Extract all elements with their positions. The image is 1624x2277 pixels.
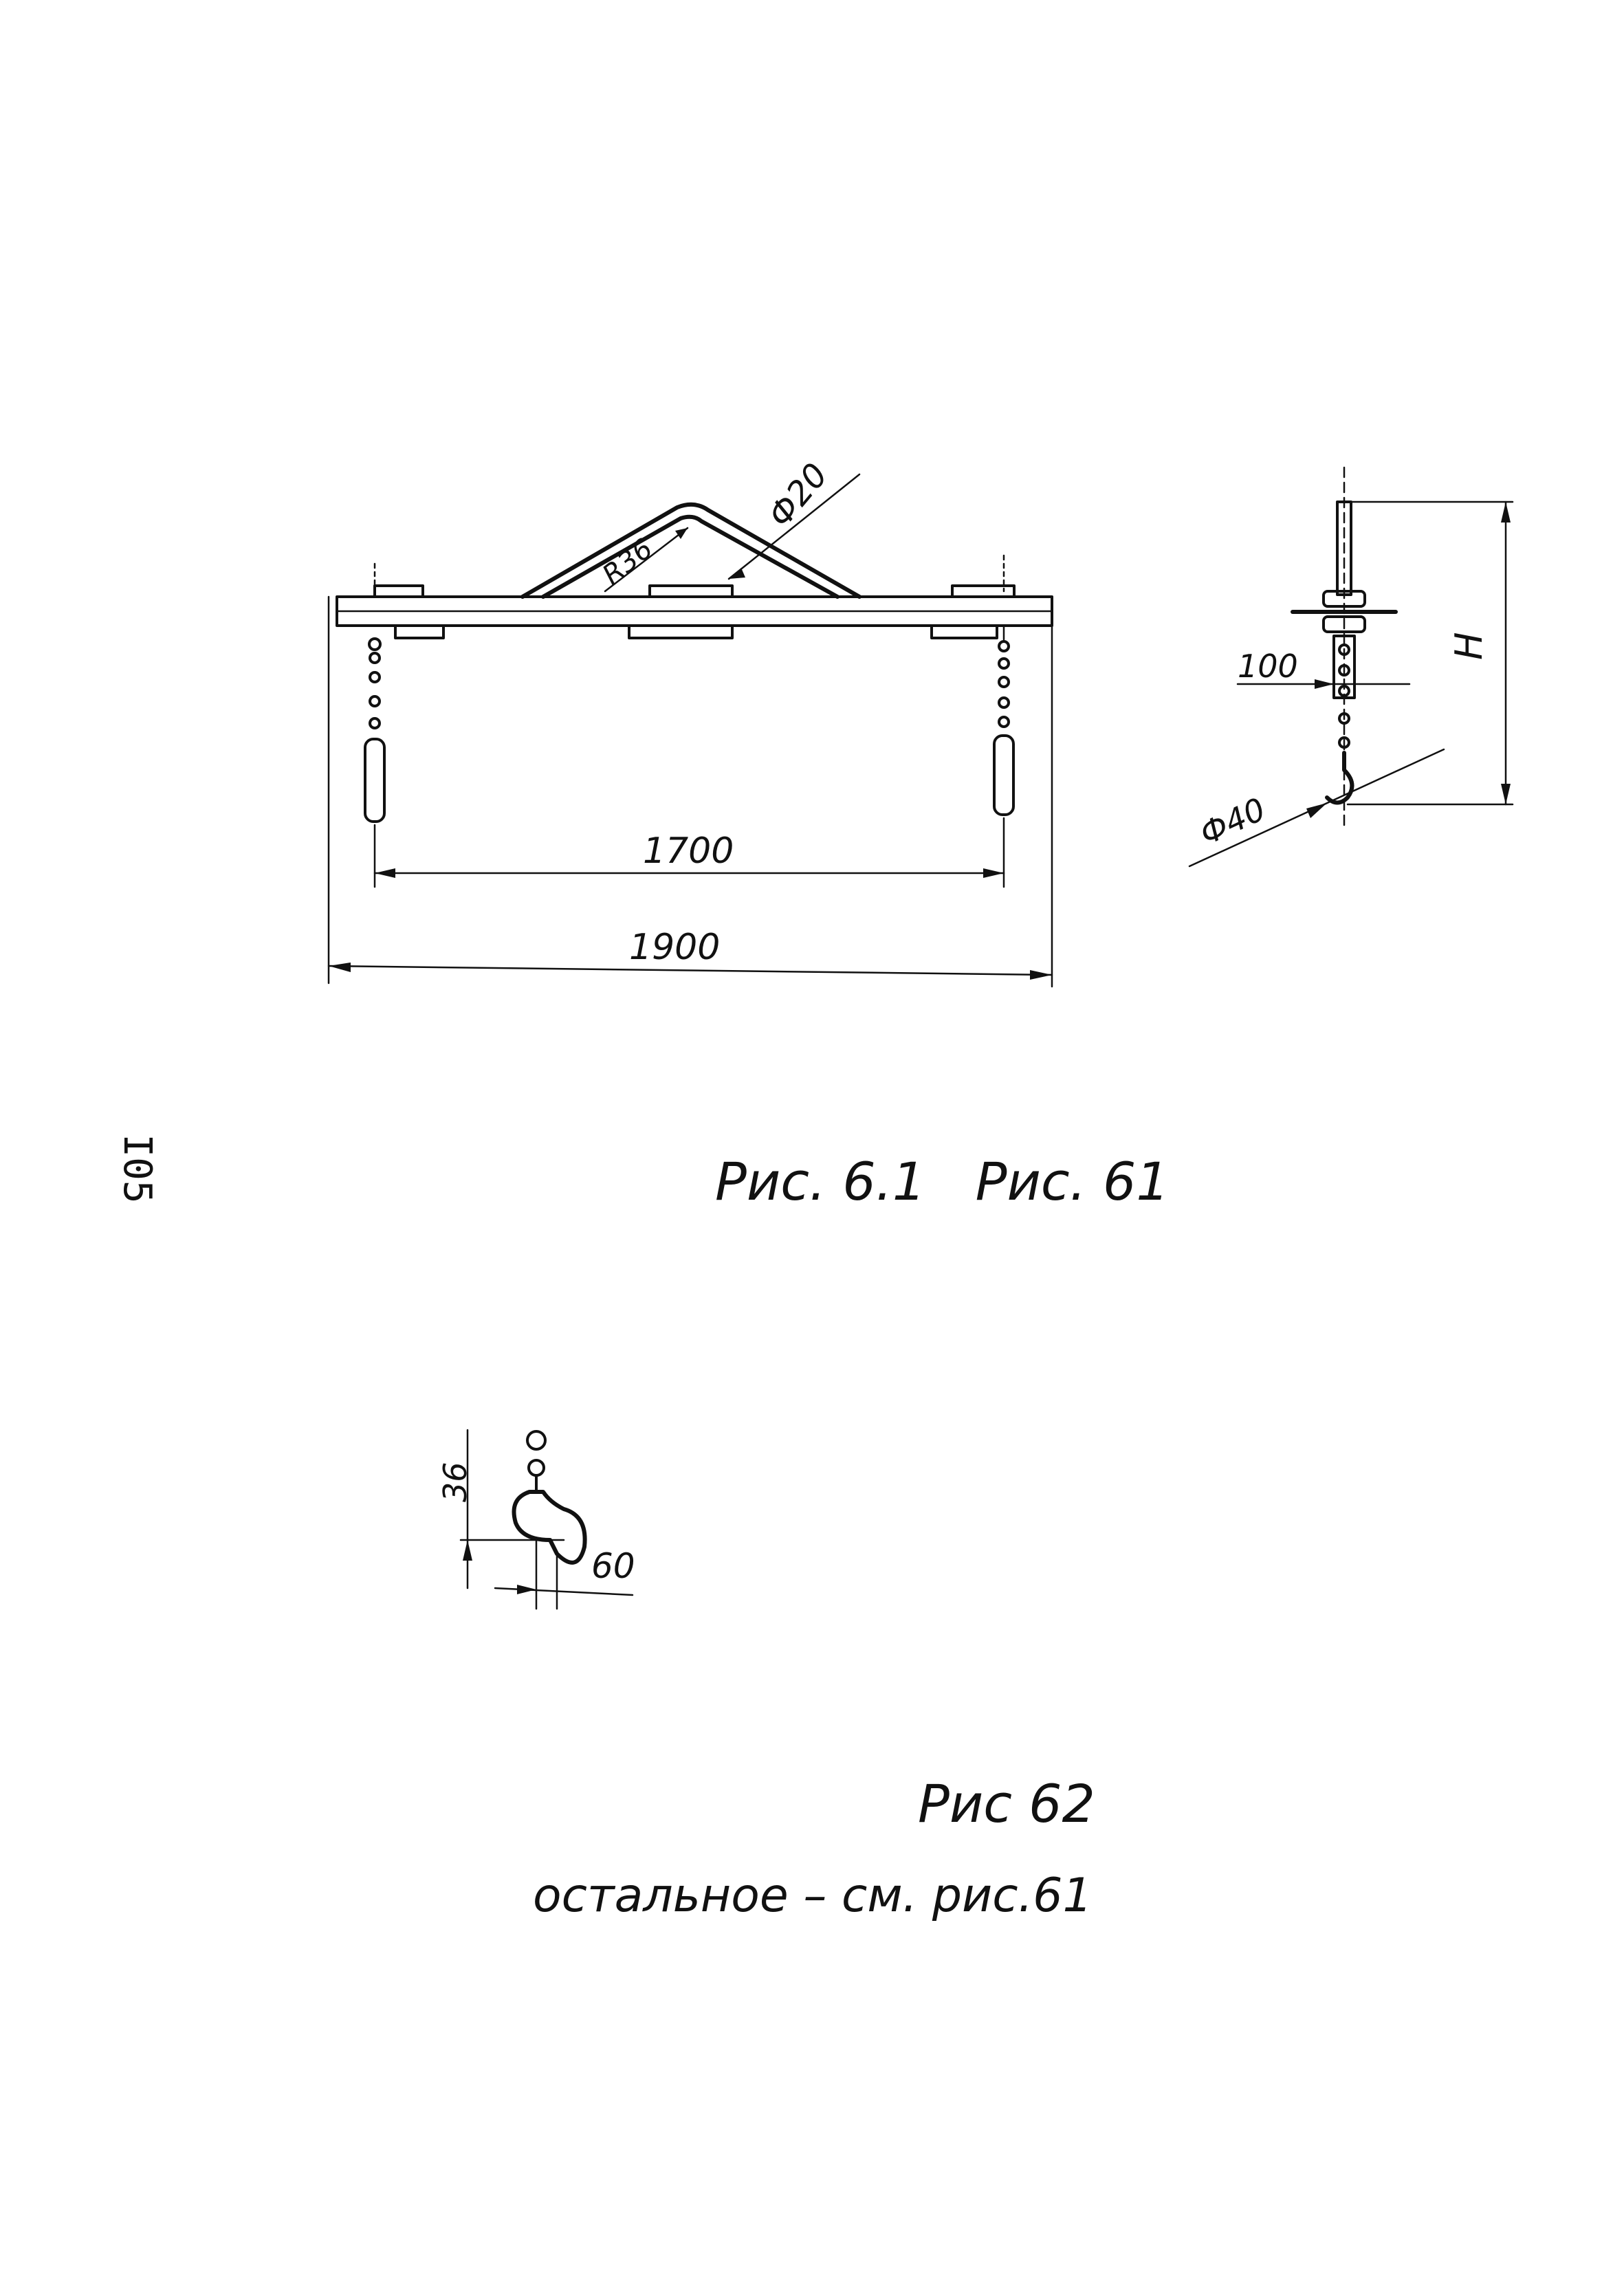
left-chain-and-hook [364,637,386,888]
right-chain-link [998,696,1010,709]
figure-62-note: остальное – см. рис.61 [533,1869,1093,1923]
beam-pad-left-bottom [394,624,445,639]
side-view-chain-link [1338,736,1350,749]
dim-1700-label: 1700 [643,830,734,872]
figure-61-caption: Рис. 6.1 Рис. 61 [715,1151,1170,1212]
dim-1900-arrow-right [1030,970,1052,980]
side-view-rod [1336,500,1352,596]
left-chain-link [369,717,381,729]
figure-61-beam-drawing: R36 Ф20 [327,456,1053,988]
side-view-pin-hole [1338,664,1350,676]
beam-pad-left-top [373,584,424,598]
left-chain-link [368,637,382,651]
detail-chain-link [527,1459,545,1477]
dim-1700-arrow-right [983,868,1004,878]
lifting-bail-inner [541,514,840,599]
bend-radius-arrowhead [675,528,688,539]
beam-pad-right-top [951,584,1016,598]
dim-36-label: 36 [437,1462,474,1502]
dim-100-arrow [1315,679,1334,689]
left-sling-shackle [364,738,386,823]
beam-pad-center-bottom [628,624,734,639]
side-view-pin-hole [1338,644,1350,656]
side-view-nut-upper [1322,590,1366,608]
dim-1700-arrow-left [375,868,395,878]
left-chain-link [369,671,381,683]
side-view-nut-lower [1322,615,1366,633]
bend-radius-label: R36 [597,533,659,591]
figure-61-side-view: 100 Ф40 H [1188,466,1514,868]
figure-62-hook-detail: 36 60 [437,1429,635,1610]
dim-36-arrow [463,1540,472,1561]
dim-h-label: H [1447,632,1491,660]
right-chain-and-hook [993,624,1015,888]
dim-h-arrow-top [1501,502,1511,522]
lifting-bail-outer [520,502,862,599]
left-chain-link [369,695,381,707]
dim-60-line [494,1587,634,1596]
detail-chain-link-top [526,1430,547,1451]
dim-60-arrow [517,1585,536,1594]
detail-hook-body [512,1490,587,1565]
figure-62-caption: Рис 62 [918,1773,1095,1834]
right-sling-shackle [993,734,1015,816]
bend-radius-leader [604,527,689,593]
dim-hook-diameter-arrow [1306,803,1327,818]
right-chain-link [998,640,1010,652]
side-view-chain-link [1338,712,1350,725]
right-chain-link [998,676,1010,688]
side-view-pin-hole [1338,685,1350,697]
dimension-1900: 1900 [327,595,1053,988]
right-chain-link [998,657,1010,670]
dim-1900-label: 1900 [629,927,720,968]
rod-diameter-leader [727,473,861,580]
dim-100-label: 100 [1238,648,1298,685]
beam-pad-center-top [648,584,734,598]
rod-diameter-label: Ф20 [760,456,835,534]
side-view-pin [1332,635,1356,699]
rod-diameter-arrowhead [729,568,745,579]
right-chain-link [998,716,1010,728]
dim-1900-line [327,965,1053,976]
dim-1900-arrow-left [329,962,351,972]
side-view-hook [1325,751,1354,805]
dim-hook-diameter-label: Ф40 [1194,791,1271,852]
left-chain-link [369,652,381,664]
beam-pad-right-bottom [930,624,998,639]
page-number: I05 [115,1134,160,1204]
dimension-1700: 1700 [373,830,1005,878]
dim-60-label: 60 [591,1546,635,1586]
dim-h-arrow-bottom [1501,784,1511,804]
